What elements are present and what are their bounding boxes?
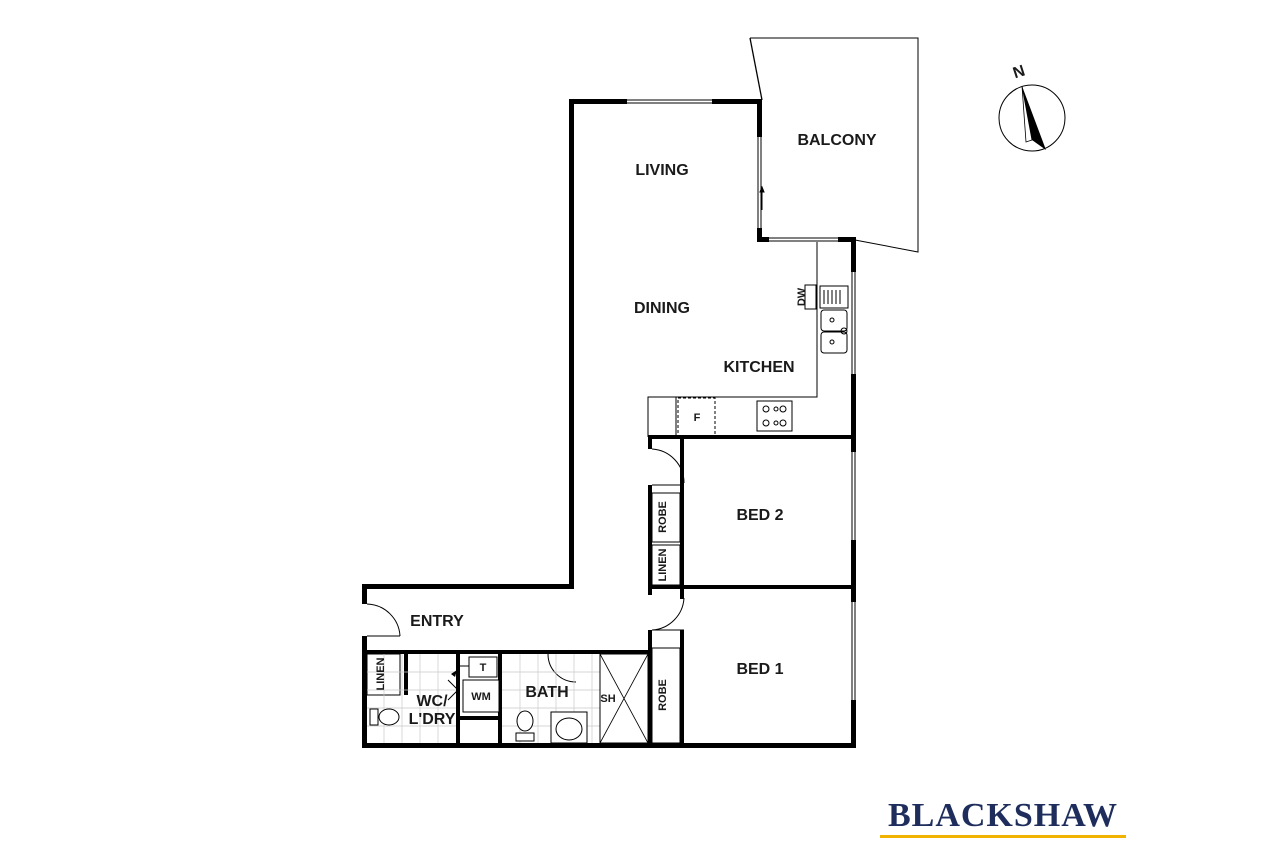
brand-logo: BLACKSHAW xyxy=(887,797,1119,834)
label-dishwasher: DW xyxy=(796,287,808,306)
kitchen-bench xyxy=(647,242,849,437)
room-label-balcony: BALCONY xyxy=(797,132,876,149)
cupboards xyxy=(366,492,681,744)
label-tub: T xyxy=(480,662,487,674)
label-linen-entry: LINEN xyxy=(375,657,387,690)
north-compass xyxy=(998,84,1066,152)
room-label-kitchen: KITCHEN xyxy=(723,359,794,376)
brand-underline xyxy=(880,835,1126,838)
room-label-entry: ENTRY xyxy=(410,613,464,630)
room-label-living: LIVING xyxy=(635,162,688,179)
bathroom-fixtures xyxy=(369,653,649,744)
balcony-outline xyxy=(749,37,919,253)
label-fridge: F xyxy=(694,412,701,424)
door-swings xyxy=(366,448,685,683)
label-robe-bed2: ROBE xyxy=(657,501,669,533)
label-shower: SH xyxy=(600,693,615,705)
label-robe-bed1: ROBE xyxy=(657,679,669,711)
label-linen-bed2: LINEN xyxy=(657,548,669,581)
interior-walls xyxy=(362,435,856,748)
windows xyxy=(627,99,856,700)
exterior-walls xyxy=(362,99,856,748)
room-label-wc: WC/ xyxy=(416,693,448,710)
room-label-bath: BATH xyxy=(525,684,568,701)
room-label-bed2: BED 2 xyxy=(736,507,783,524)
label-washing-machine: WM xyxy=(471,691,491,703)
room-label-dining: DINING xyxy=(634,300,690,317)
room-label-laundry: L'DRY xyxy=(409,711,456,728)
compass-north-label: N xyxy=(1011,63,1027,83)
room-label-bed1: BED 1 xyxy=(736,661,783,678)
